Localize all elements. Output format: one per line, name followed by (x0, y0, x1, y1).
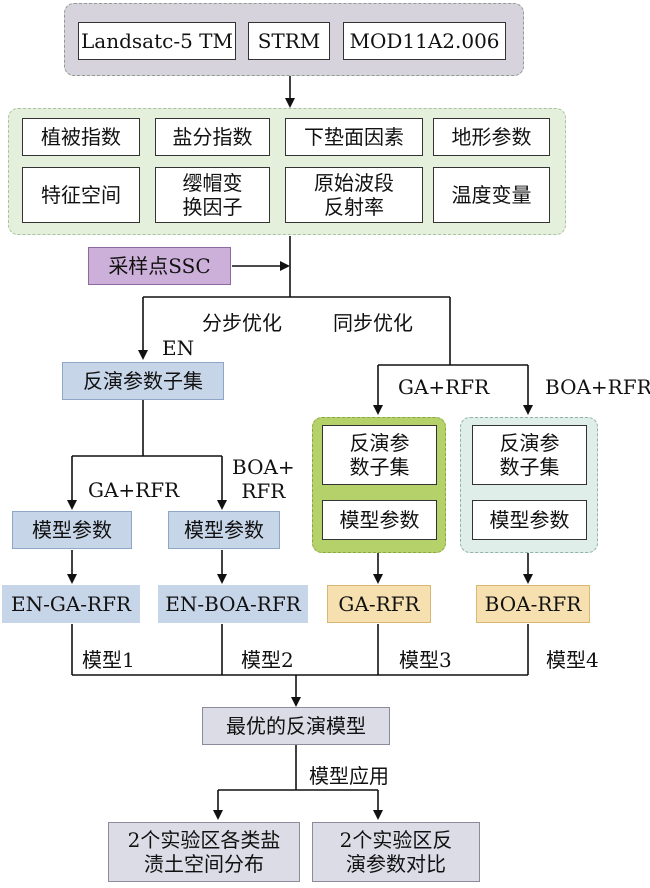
output-parameter-comparison: 2个实验区反 演参数对比 (312, 822, 480, 882)
data-source-mod11a2: MOD11A2.006 (343, 22, 506, 60)
ga-inversion-subset: 反演参 数子集 (322, 425, 437, 485)
feature-underlying-surface: 下垫面因素 (285, 118, 423, 156)
ga-model-params: 模型参数 (322, 500, 437, 540)
en-ga-model-params: 模型参数 (12, 511, 132, 549)
feature-feature-space: 特征空间 (22, 167, 140, 223)
model-1-label: 模型1 (82, 648, 135, 672)
feature-vegetation-index: 植被指数 (22, 118, 140, 156)
feature-terrain-params: 地形参数 (433, 118, 550, 156)
data-source-strm: STRM (248, 22, 330, 60)
ga-rfr-label-left: GA+RFR (88, 478, 180, 502)
inversion-subset-box: 反演参数子集 (62, 362, 224, 400)
branch-simultaneous-label: 同步优化 (333, 311, 413, 335)
model-application-label: 模型应用 (309, 764, 389, 788)
boa-inversion-subset: 反演参 数子集 (472, 425, 587, 485)
model-en-ga-rfr: EN-GA-RFR (2, 585, 140, 623)
feature-band-reflectance: 原始波段 反射率 (285, 167, 423, 223)
model-2-label: 模型2 (241, 648, 294, 672)
sample-points-ssc: 采样点SSC (88, 247, 231, 285)
boa-rfr-label-right: BOA+RFR (545, 375, 650, 399)
data-source-landsat: Landsatc-5 TM (78, 22, 236, 60)
feature-salinity-index: 盐分指数 (155, 118, 270, 156)
output-spatial-distribution: 2个实验区各类盐 渍土空间分布 (108, 822, 300, 882)
feature-temperature: 温度变量 (433, 167, 550, 223)
en-label: EN (162, 336, 195, 360)
boa-rfr-label-left: BOA+ RFR (232, 455, 295, 503)
model-ga-rfr: GA-RFR (327, 585, 431, 623)
best-inversion-model: 最优的反演模型 (202, 707, 390, 745)
branch-stepwise-label: 分步优化 (202, 311, 282, 335)
model-3-label: 模型3 (399, 648, 452, 672)
model-4-label: 模型4 (546, 648, 599, 672)
boa-model-params: 模型参数 (472, 500, 587, 540)
ga-rfr-label-right: GA+RFR (398, 375, 490, 399)
model-boa-rfr: BOA-RFR (476, 585, 590, 623)
en-boa-model-params: 模型参数 (168, 511, 280, 549)
model-en-boa-rfr: EN-BOA-RFR (158, 585, 308, 623)
feature-tasseled-cap: 缨帽变 换因子 (155, 167, 270, 223)
